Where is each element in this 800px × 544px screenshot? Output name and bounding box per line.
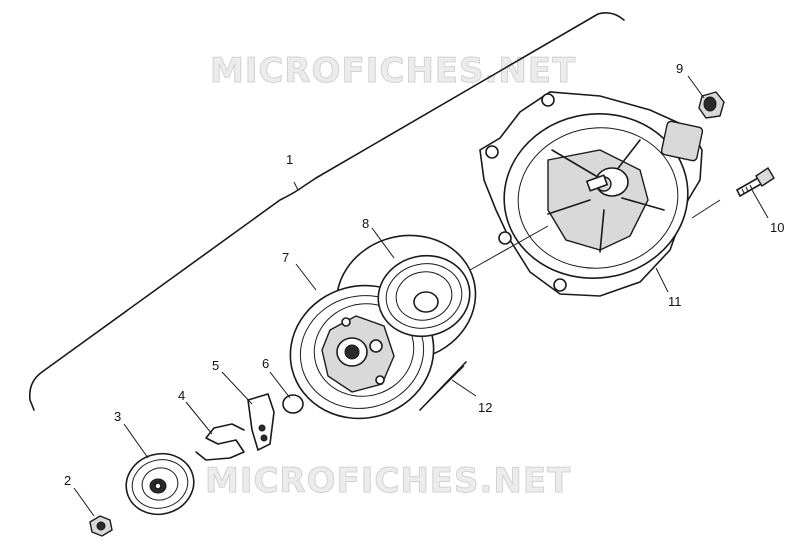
- callout-2: 2: [64, 473, 71, 488]
- recoil-spring: [377, 254, 471, 338]
- callout-6: 6: [262, 356, 269, 371]
- callout-3: 3: [114, 409, 121, 424]
- assembly-bracket: [28, 12, 625, 411]
- starter-rope: [419, 361, 467, 411]
- housing-nut: [698, 91, 725, 119]
- friction-plate: [125, 452, 195, 516]
- callout-11: 11: [668, 294, 682, 309]
- watermark-top: MICROFICHES.NET: [210, 51, 576, 91]
- watermark-bottom: MICROFICHES.NET: [205, 461, 571, 501]
- center-nut: [89, 515, 113, 537]
- recoil-housing: [479, 91, 704, 297]
- ratchet-pawl: [247, 393, 275, 452]
- callout-12: 12: [478, 400, 492, 415]
- callout-1: 1: [286, 152, 293, 167]
- retaining-ring: [282, 394, 304, 414]
- callout-5: 5: [212, 358, 219, 373]
- callout-9: 9: [676, 61, 683, 76]
- leader-lines: [73, 75, 769, 517]
- starter-pulley: [289, 234, 477, 420]
- callout-10: 10: [770, 220, 784, 235]
- pawl-spring: [195, 423, 245, 461]
- housing-bolt: [735, 167, 775, 198]
- callout-4: 4: [178, 388, 185, 403]
- callout-7: 7: [282, 250, 289, 265]
- callout-8: 8: [362, 216, 369, 231]
